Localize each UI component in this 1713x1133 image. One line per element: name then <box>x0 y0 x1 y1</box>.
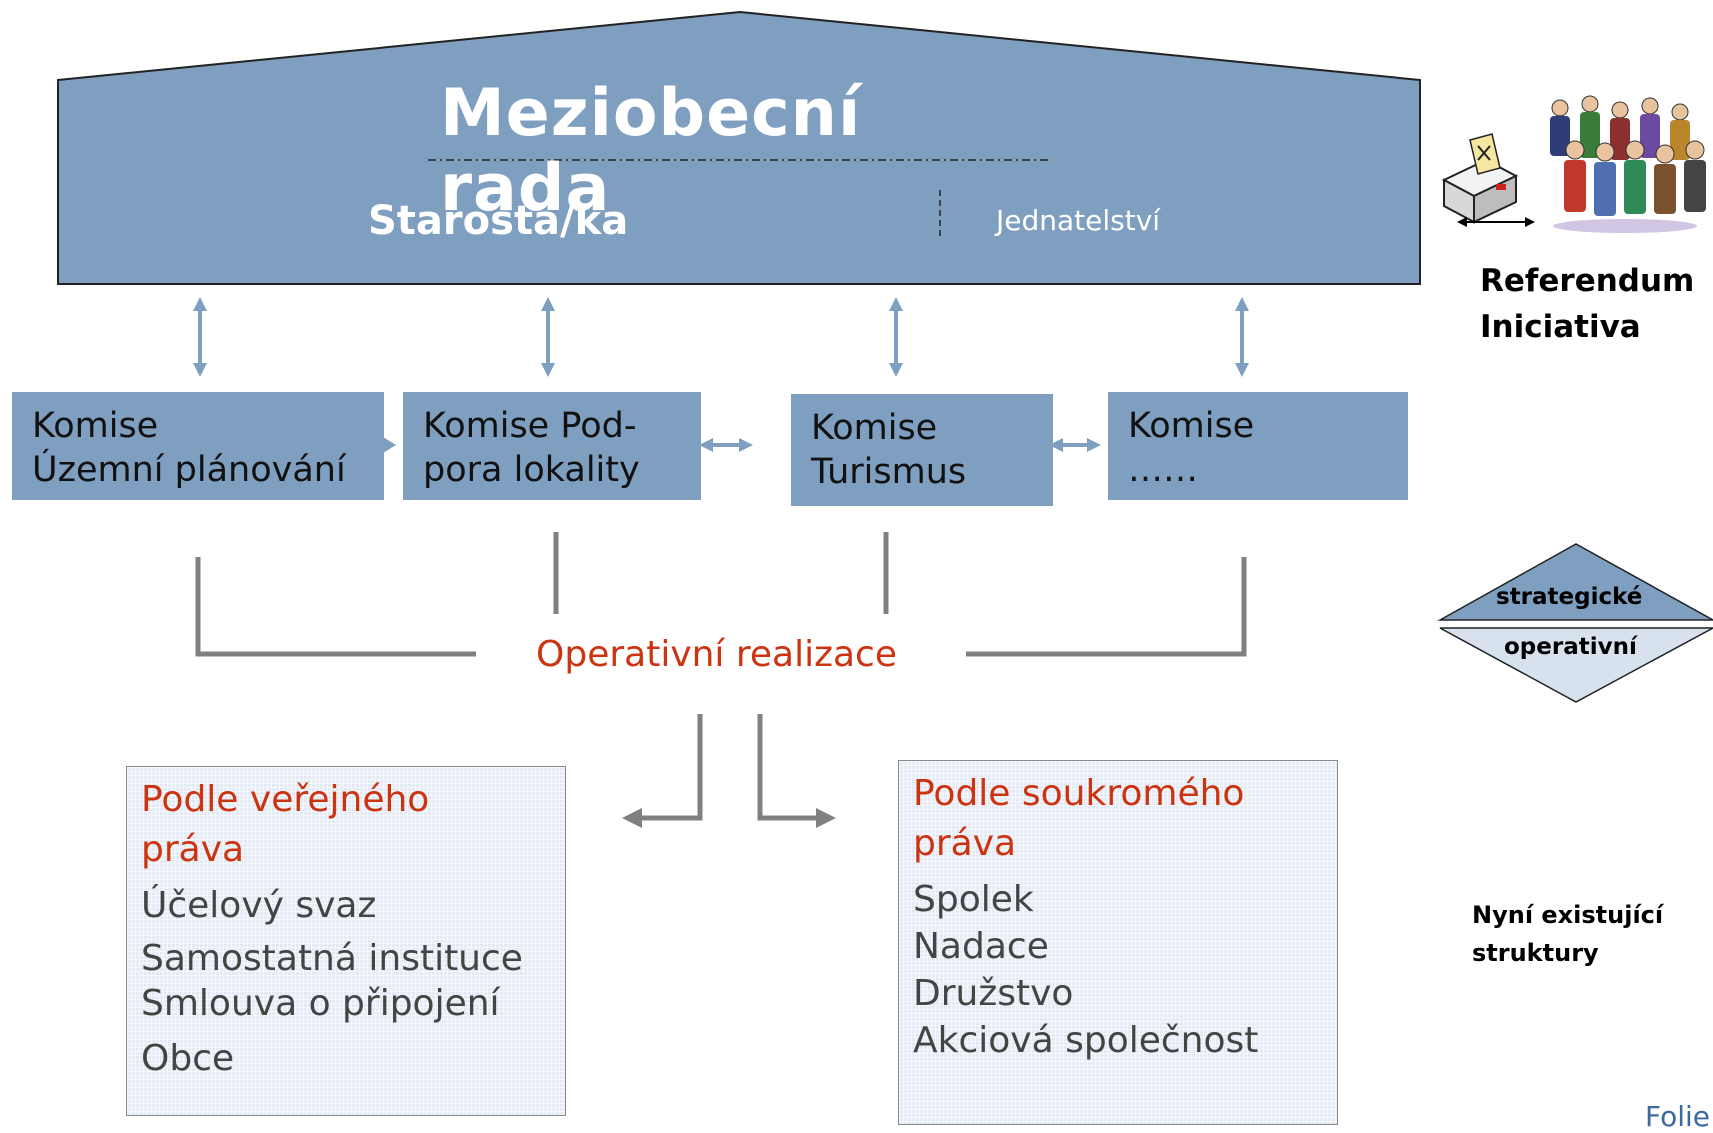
connector-right <box>966 557 1247 657</box>
public-law-item: Obce <box>141 1038 235 1079</box>
council-shape <box>57 10 1421 285</box>
commission-spatial-planning: Komise Územní plánování <box>12 392 384 500</box>
commission-local-support: Komise Pod- pora lokality <box>403 392 701 500</box>
public-law-item: Účelový svaz <box>141 885 377 926</box>
strategic-label: strategické <box>1496 584 1643 610</box>
private-law-item: Nadace <box>913 926 1049 967</box>
existing-line2: struktury <box>1472 939 1599 967</box>
existing-line1: Nyní existující <box>1472 901 1664 929</box>
public-law-heading-1: Podle veřejného <box>141 779 430 820</box>
split-arrow-left <box>622 714 703 828</box>
split-arrow-right <box>757 714 836 828</box>
commission-line1: Komise <box>811 408 938 448</box>
commission-line1: Komise Pod- <box>423 406 637 446</box>
existing-structures-label: Nyní existující struktury <box>1472 896 1663 972</box>
commission-line2: …… <box>1128 450 1198 490</box>
operative-triangle <box>1439 627 1713 703</box>
ballot-box-icon <box>1441 133 1519 224</box>
public-law-heading-2: práva <box>141 829 245 870</box>
commission-pointer-1-2 <box>383 437 396 453</box>
private-law-heading-2: práva <box>913 823 1017 864</box>
commission-line2: Územní plánování <box>32 450 346 490</box>
commission-line1: Komise <box>1128 406 1255 446</box>
crowd-icon <box>1550 95 1706 233</box>
public-law-item: Smlouva o připojení <box>141 983 500 1024</box>
council-title: Meziobecní rada <box>440 76 862 226</box>
private-law-heading-1: Podle soukromého <box>913 773 1245 814</box>
executive-label: Jednatelství <box>996 204 1161 237</box>
commission-line2: Turismus <box>811 452 967 492</box>
mayor-label: Starosta/ka <box>368 198 629 244</box>
operative-realization-label: Operativní realizace <box>536 634 898 675</box>
referendum-line2: Iniciativa <box>1480 309 1641 345</box>
commission-line1: Komise <box>32 406 159 446</box>
connector-left <box>195 557 476 657</box>
operative-label: operativní <box>1504 634 1637 660</box>
private-law-box: Podle soukromého práva Spolek Nadace Dru… <box>898 760 1338 1125</box>
private-law-item: Spolek <box>913 879 1034 920</box>
strategic-triangle <box>1437 543 1713 621</box>
public-law-box: Podle veřejného práva Účelový svaz Samos… <box>126 766 566 1116</box>
commission-other: Komise …… <box>1108 392 1408 500</box>
public-law-item: Samostatná instituce <box>141 938 523 979</box>
footer-label: Folie <box>1645 1100 1711 1133</box>
private-law-item: Družstvo <box>913 973 1074 1014</box>
commission-line2: pora lokality <box>423 450 640 490</box>
referendum-label: Referendum Iniciativa <box>1480 258 1694 350</box>
private-law-item: Akciová společnost <box>913 1020 1259 1061</box>
commission-tourism: Komise Turismus <box>791 394 1053 506</box>
referendum-line1: Referendum <box>1480 263 1695 299</box>
